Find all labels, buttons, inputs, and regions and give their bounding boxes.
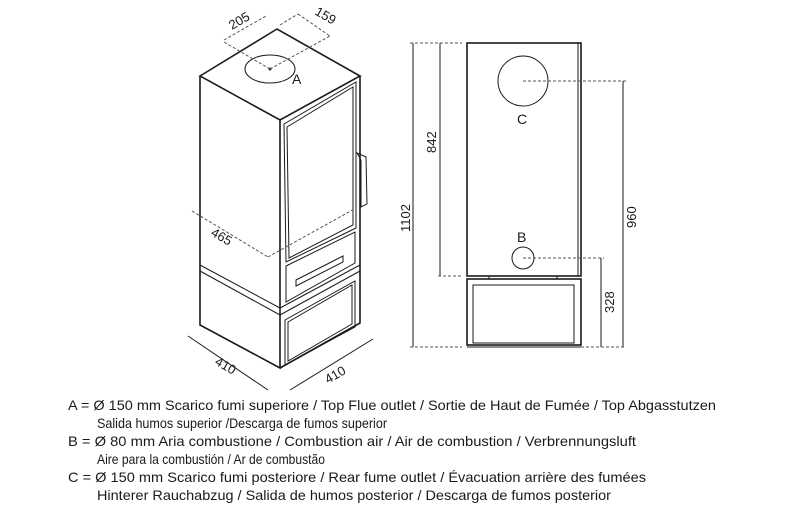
side-view: C B 1102 842 960 328 <box>398 42 639 348</box>
dim-842: 842 <box>424 131 439 153</box>
stove-door <box>283 81 357 263</box>
legend-a-line1: A = Ø 150 mm Scarico fumi superiore / To… <box>68 397 716 413</box>
dim-960: 960 <box>624 206 639 228</box>
dim-line-205 <box>223 15 267 41</box>
outlet-c-label: C <box>517 111 527 127</box>
base-panel-inner <box>287 284 353 362</box>
drawer-slot <box>295 255 344 287</box>
dim-line-159 <box>297 13 331 37</box>
outlet-a-circle <box>244 54 296 84</box>
inlet-b-label: B <box>517 229 526 245</box>
stove-door-inner <box>286 86 354 259</box>
legend-b-line1: B = Ø 80 mm Aria combustione / Combustio… <box>68 433 636 449</box>
legend-c-line1: C = Ø 150 mm Scarico fumi posteriore / R… <box>68 469 646 485</box>
dim-ext-465 <box>267 207 357 258</box>
dim-1102: 1102 <box>398 204 413 232</box>
base-panel-front <box>472 284 575 344</box>
dim-ext-205 <box>223 41 271 70</box>
dim-line-410-right <box>289 338 374 391</box>
dim-ext-159 <box>269 35 331 70</box>
legend-a-line2: Salida humos superior /Descarga de fumos… <box>97 415 387 431</box>
legend-c-line2: Hinterer Rauchabzug / Salida de humos po… <box>97 487 611 503</box>
dim-ext-159a <box>279 13 299 26</box>
outlet-a-label: A <box>292 71 302 87</box>
isometric-view: A 205 159 465 410 410 <box>187 4 374 391</box>
door-handle <box>355 151 368 208</box>
dim-410-right: 410 <box>322 363 348 387</box>
legend: A = Ø 150 mm Scarico fumi superiore / To… <box>68 397 716 503</box>
base-band-top <box>199 264 361 309</box>
dim-205: 205 <box>226 9 252 33</box>
legend-b-line2: Aire para la combustión / Ar de combustã… <box>97 451 325 467</box>
ash-drawer <box>285 231 356 303</box>
stove-upper-body <box>466 42 582 277</box>
base-panel <box>284 280 356 366</box>
stove-base <box>466 278 582 346</box>
stove-top-face <box>198 28 362 121</box>
dim-465: 465 <box>209 225 235 249</box>
stove-left-face <box>199 76 281 370</box>
dim-159: 159 <box>313 4 339 28</box>
dim-line-410-left <box>187 335 269 391</box>
dim-410-left: 410 <box>213 354 239 378</box>
base-band-bottom <box>199 270 361 316</box>
dim-328: 328 <box>602 291 617 313</box>
